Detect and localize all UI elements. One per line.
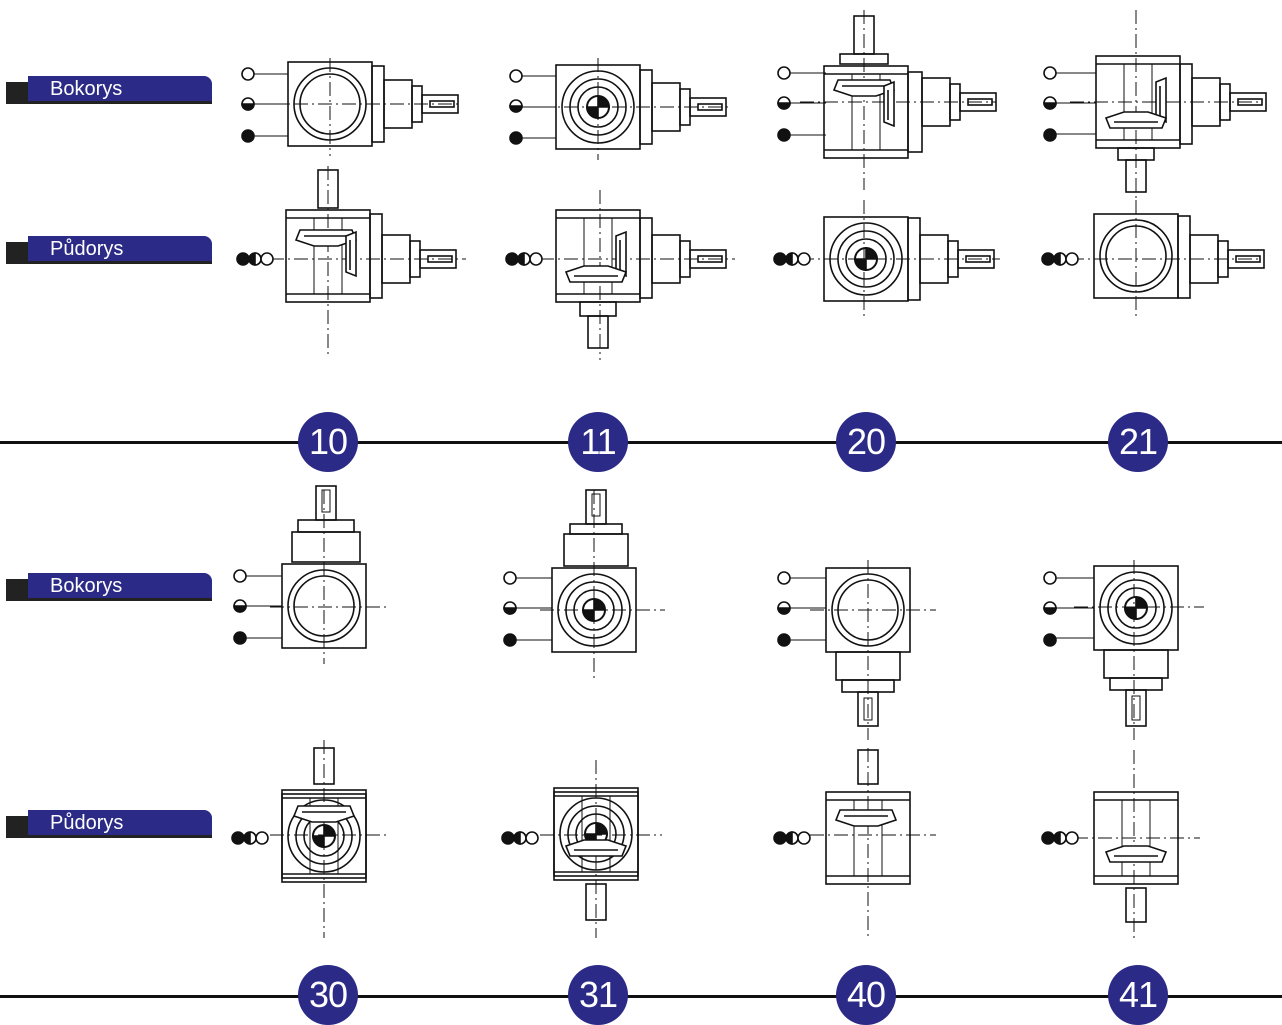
row2-separator — [0, 995, 1282, 998]
variant-badge-11: 11 — [568, 412, 628, 472]
drawing-11-top — [505, 209, 727, 349]
drawing-11-side — [509, 64, 727, 150]
label-side-view-row2: Bokorys — [6, 573, 212, 601]
label-top-view-row2: Půdorys — [6, 810, 212, 838]
variant-badge-30: 30 — [298, 965, 358, 1025]
variant-badge-21: 21 — [1108, 412, 1168, 472]
drawing-31-side — [503, 489, 637, 653]
variant-badge-10: 10 — [298, 412, 358, 472]
label-text: Bokorys — [50, 575, 123, 597]
drawing-40-side — [777, 567, 911, 727]
drawing-40-top — [773, 749, 911, 885]
drawing-20-side — [777, 15, 997, 159]
drawing-10-top — [236, 169, 457, 303]
label-text: Půdorys — [50, 238, 124, 260]
drawing-41-top — [1041, 791, 1179, 923]
variant-badge-41: 41 — [1108, 965, 1168, 1025]
drawing-31-top — [501, 787, 639, 921]
label-side-view-row1: Bokorys — [6, 76, 212, 104]
drawing-21-side — [1043, 55, 1267, 193]
drawing-10-side — [241, 61, 459, 147]
drawing-41-side — [1043, 565, 1179, 727]
label-text: Bokorys — [50, 78, 123, 100]
drawing-30-top — [231, 747, 367, 883]
variant-badge-40: 40 — [836, 965, 896, 1025]
drawing-20-top — [773, 216, 995, 302]
label-text: Půdorys — [50, 812, 124, 834]
row1-separator — [0, 441, 1282, 444]
drawing-21-top — [1041, 213, 1265, 299]
drawing-30-side — [233, 485, 367, 649]
label-top-view-row1: Půdorys — [6, 236, 212, 264]
variant-badge-31: 31 — [568, 965, 628, 1025]
variant-badge-20: 20 — [836, 412, 896, 472]
